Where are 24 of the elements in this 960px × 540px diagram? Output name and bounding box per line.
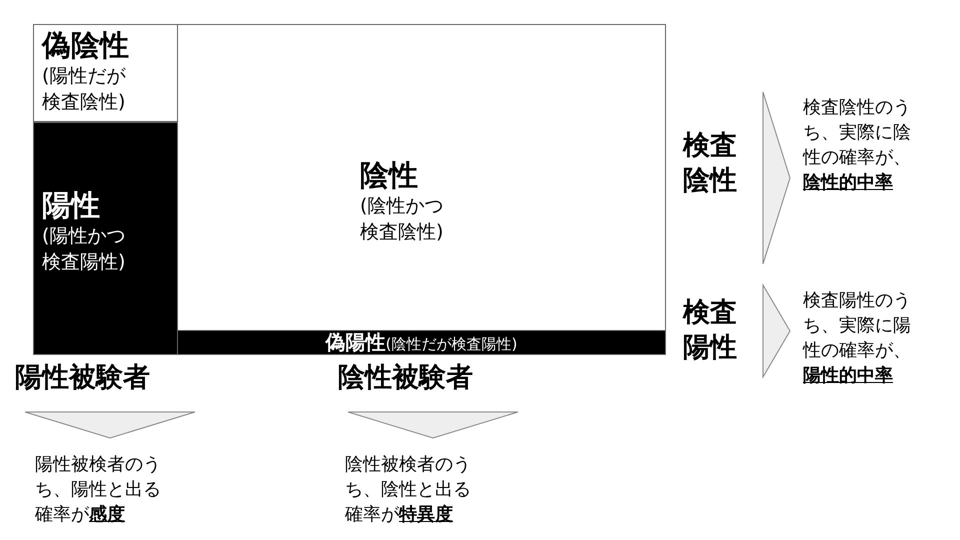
bar-note: (陰性だが検査陽性) bbox=[386, 334, 518, 355]
chevron-arrow bbox=[348, 412, 518, 439]
matrix-cell bbox=[177, 24, 666, 331]
heading-text: 陽性被験者 bbox=[15, 360, 175, 396]
bar-heading: 偽陽性 bbox=[326, 331, 386, 353]
cell-heading: 陰性 bbox=[360, 157, 419, 193]
description-text: 検査陽性のうち、実際に陽性の確率が、陽性的中率 bbox=[803, 288, 917, 438]
matrix-bar bbox=[177, 330, 666, 355]
cell-note: (陽性かつ検査陽性) bbox=[42, 224, 126, 275]
cell-heading: 陽性 bbox=[42, 187, 101, 223]
cell-heading: 偽陰性 bbox=[42, 27, 130, 63]
matrix-cell bbox=[33, 24, 178, 122]
chevron-arrow bbox=[762, 283, 791, 379]
matrix-cell bbox=[33, 122, 178, 355]
cell-note: (陰性かつ検査陰性) bbox=[360, 194, 444, 245]
heading-text: 検査陰性 bbox=[683, 128, 743, 200]
heading-text: 陰性被験者 bbox=[338, 360, 498, 396]
description-text: 陰性被検者のうち、陰性と出る確率が特異度 bbox=[345, 452, 485, 532]
chevron-arrow bbox=[24, 412, 196, 439]
cell-note: (陽性だが検査陰性) bbox=[42, 64, 127, 115]
heading-text: 検査陽性 bbox=[683, 295, 743, 367]
description-text: 陽性被検者のうち、陽性と出る確率が感度 bbox=[35, 452, 175, 532]
description-text: 検査陰性のうち、実際に陰性の確率が、陰性的中率 bbox=[803, 95, 917, 265]
chevron-arrow bbox=[762, 92, 791, 264]
